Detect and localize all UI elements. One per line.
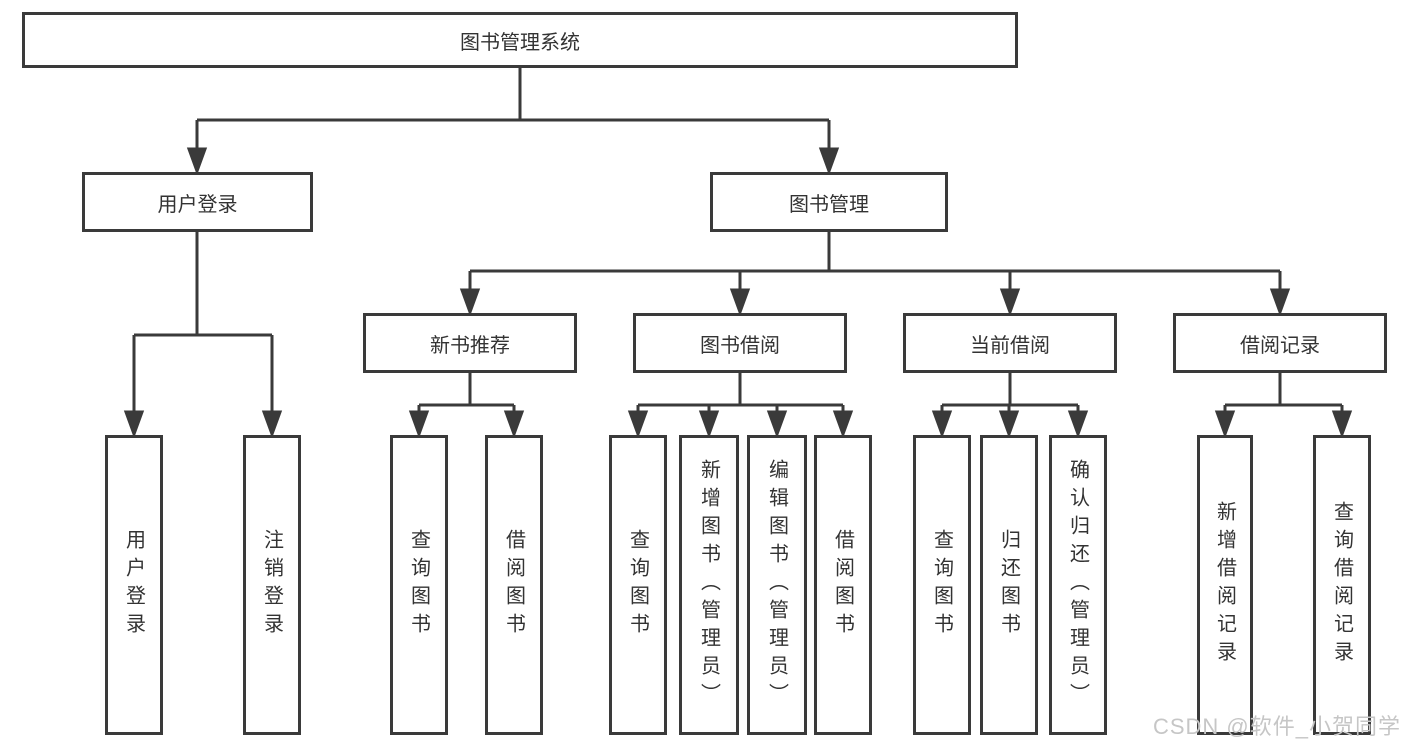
node-borrowing-records: 借阅记录 [1173,313,1387,373]
leaf-records-add-record: 新增借阅记录 [1197,435,1253,735]
leaf-borrowing-add-books-admin: 新增图书（管理员） [679,435,739,735]
node-book-borrowing: 图书借阅 [633,313,847,373]
leaf-current-return-books: 归还图书 [980,435,1038,735]
node-current-borrowing: 当前借阅 [903,313,1117,373]
leaf-records-query-record: 查询借阅记录 [1313,435,1371,735]
leaf-borrowing-query-books: 查询图书 [609,435,667,735]
leaf-borrowing-borrow-books: 借阅图书 [814,435,872,735]
node-system-root: 图书管理系统 [22,12,1018,68]
node-book-management: 图书管理 [710,172,948,232]
leaf-recommend-borrow-books: 借阅图书 [485,435,543,735]
leaf-current-confirm-return-admin: 确认归还（管理员） [1049,435,1107,735]
node-new-book-recommend: 新书推荐 [363,313,577,373]
leaf-logout: 注销登录 [243,435,301,735]
leaf-user-login: 用户登录 [105,435,163,735]
node-user-login: 用户登录 [82,172,313,232]
csdn-watermark: CSDN @软件_小贺同学 [1152,714,1401,739]
leaf-recommend-query-books: 查询图书 [390,435,448,735]
leaf-borrowing-edit-books-admin: 编辑图书（管理员） [747,435,807,735]
leaf-current-query-books: 查询图书 [913,435,971,735]
